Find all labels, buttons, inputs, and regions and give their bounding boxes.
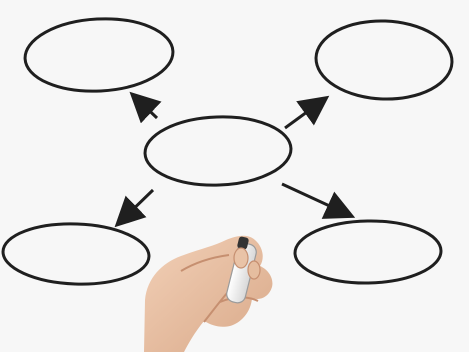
- arrow-to-top-left: [129, 91, 162, 124]
- center-bubble: [143, 115, 293, 187]
- hand-crease: [180, 254, 230, 272]
- arrow-to-bottom-left: [114, 188, 155, 228]
- finger-line: [203, 291, 229, 323]
- bottom-right-bubble: [293, 219, 443, 285]
- top-right-bubble: [314, 19, 454, 101]
- index-finger: [247, 260, 261, 280]
- arrow-to-top-right: [284, 95, 330, 130]
- hand-with-marker: [144, 235, 273, 352]
- top-left-bubble: [23, 17, 175, 93]
- bottom-left-bubble: [1, 222, 151, 286]
- thumb: [233, 247, 249, 269]
- arrow-to-bottom-right: [281, 182, 356, 219]
- marker-tip: [237, 236, 249, 250]
